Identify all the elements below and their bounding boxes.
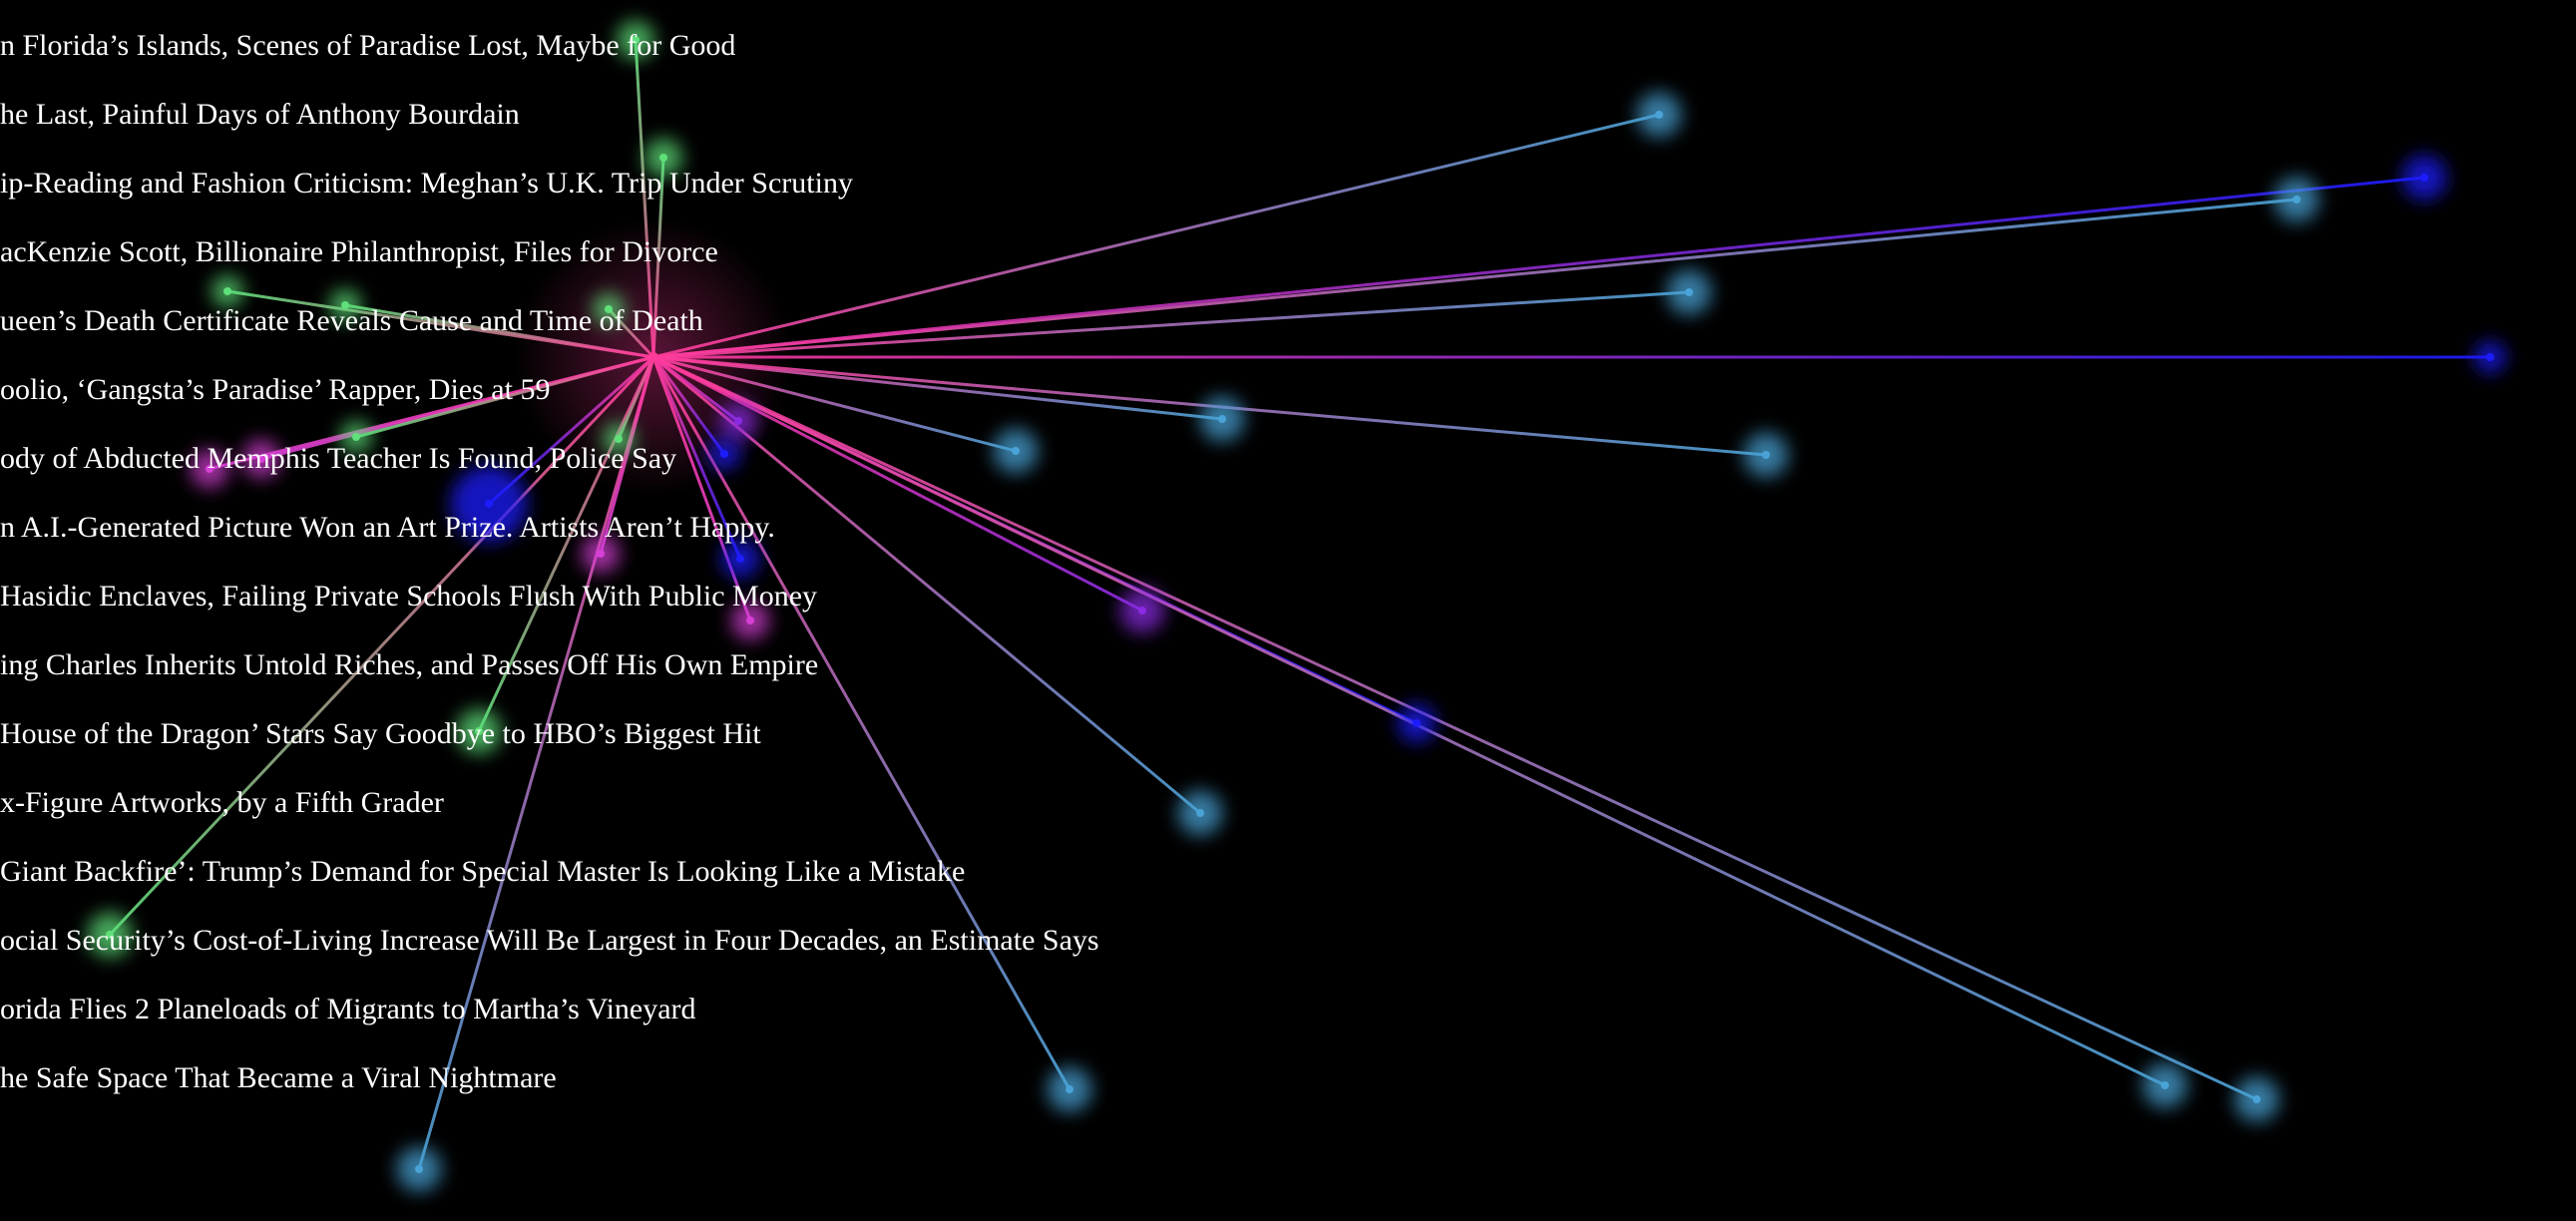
hub-node[interactable] bbox=[648, 352, 658, 362]
network-node[interactable] bbox=[2161, 1081, 2169, 1089]
network-node[interactable] bbox=[1655, 111, 1663, 119]
network-edge bbox=[652, 113, 1660, 359]
network-node[interactable] bbox=[1066, 1085, 1073, 1093]
network-node[interactable] bbox=[734, 417, 742, 425]
network-node[interactable] bbox=[223, 287, 231, 295]
network-node[interactable] bbox=[659, 154, 667, 162]
network-node[interactable] bbox=[106, 931, 114, 939]
network-node[interactable] bbox=[1685, 288, 1693, 296]
network-edge bbox=[652, 355, 2258, 1101]
network-node[interactable] bbox=[1138, 607, 1146, 614]
network-node[interactable] bbox=[1762, 451, 1770, 459]
network-node[interactable] bbox=[597, 550, 605, 558]
network-node[interactable] bbox=[605, 305, 613, 313]
network-node[interactable] bbox=[2293, 196, 2301, 204]
network-node[interactable] bbox=[615, 435, 623, 443]
network-node[interactable] bbox=[257, 455, 265, 463]
network-node[interactable] bbox=[2253, 1095, 2261, 1103]
network-node[interactable] bbox=[415, 1165, 423, 1173]
network-node[interactable] bbox=[720, 450, 728, 458]
network-nodes bbox=[106, 36, 2494, 1173]
network-node[interactable] bbox=[475, 727, 483, 735]
network-node[interactable] bbox=[746, 616, 754, 624]
network-node[interactable] bbox=[1196, 809, 1204, 817]
network-node[interactable] bbox=[736, 555, 744, 563]
network-node[interactable] bbox=[2420, 174, 2428, 182]
node-glows bbox=[87, 20, 2506, 1192]
network-edge bbox=[417, 356, 655, 1170]
network-node[interactable] bbox=[2486, 353, 2494, 361]
network-edge bbox=[651, 356, 1072, 1090]
network-node[interactable] bbox=[632, 36, 640, 44]
network-node[interactable] bbox=[352, 433, 360, 441]
network-edge bbox=[652, 290, 1690, 359]
network-node[interactable] bbox=[206, 465, 214, 473]
network-node[interactable] bbox=[485, 500, 493, 508]
network-node[interactable] bbox=[1012, 447, 1020, 455]
network-node[interactable] bbox=[341, 301, 349, 309]
network-edge bbox=[652, 176, 2425, 359]
network-node[interactable] bbox=[1218, 415, 1226, 423]
network-node[interactable] bbox=[1413, 719, 1421, 727]
network-edges bbox=[108, 39, 2490, 1170]
